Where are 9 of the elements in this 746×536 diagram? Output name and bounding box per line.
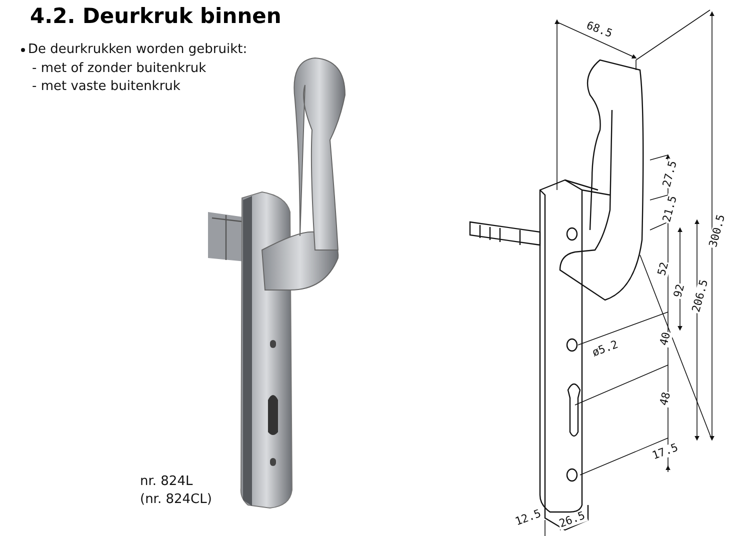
list-item: - met vaste buitenkruk [32, 79, 180, 94]
section-heading: 4.2. Deurkruk binnen [30, 4, 282, 28]
part-number: (nr. 824CL) [140, 492, 212, 507]
part-number: nr. 824L [140, 474, 193, 489]
dimension-label: 40 [658, 330, 674, 348]
dimension-label: 26.5 [556, 510, 588, 530]
dimension-label: 52 [656, 260, 672, 278]
list-item: - met of zonder buitenkruk [32, 61, 206, 76]
bullet-point: De deurkrukken worden gebruikt: [28, 42, 248, 57]
